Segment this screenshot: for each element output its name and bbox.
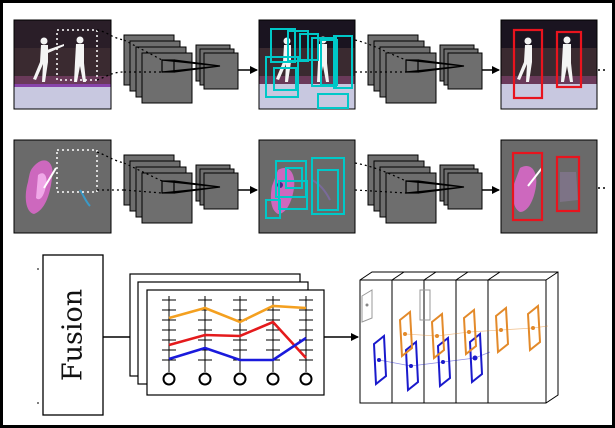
action-tubes: [359, 271, 559, 404]
tick-marks: [162, 299, 313, 361]
fusion-box: [42, 254, 104, 416]
flow-input-frame: [13, 139, 112, 234]
fusion-label: Fusion: [58, 289, 89, 381]
conv-stack-2: [354, 34, 483, 104]
node-circles: [162, 372, 313, 386]
conv-stack-4: [354, 154, 483, 224]
zoom-lines: [96, 151, 125, 191]
rgb-proposals-frame: [258, 19, 356, 110]
conv-stack-3: [123, 154, 239, 224]
crop-region: [56, 29, 98, 81]
tube-frame: [487, 271, 559, 404]
zoom-lines: [96, 29, 125, 81]
flow-proposals-frame: [258, 139, 356, 234]
detection-box: [512, 28, 544, 100]
fencer-left-icon: [33, 37, 64, 82]
detection-box: [555, 30, 583, 89]
fencer-right-icon: [74, 36, 86, 82]
rgb-stream-row: [13, 19, 606, 110]
blue-track: [168, 336, 307, 362]
linking-panels: [129, 273, 325, 396]
flow-stream-row: [13, 139, 606, 234]
rgb-input-frame: [13, 19, 112, 110]
red-track: [168, 320, 307, 359]
candidate-boxes: [265, 28, 353, 109]
conv-stack-1: [123, 34, 239, 104]
fusion-row: Fusion: [37, 254, 559, 416]
flow-detections-frame: [500, 139, 598, 234]
orange-track: [168, 304, 307, 324]
candidate-boxes: [265, 157, 345, 219]
detection-box: [555, 155, 581, 213]
detection-box: [511, 151, 544, 222]
rgb-detections-frame: [500, 19, 598, 110]
crop-region: [56, 149, 98, 193]
